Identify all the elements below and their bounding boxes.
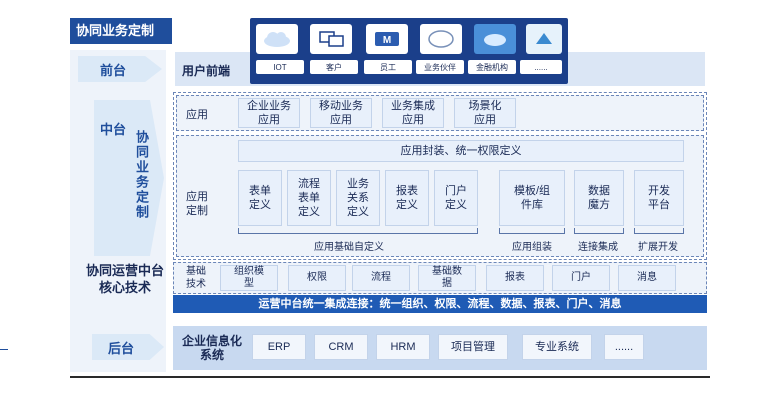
cloud-icon [256, 24, 298, 54]
system-box: 项目管理 [438, 334, 508, 360]
base-item: 门户定义 [434, 170, 478, 226]
base-item: 报表定义 [385, 170, 429, 226]
system-box: CRM [314, 334, 368, 360]
system-box: HRM [376, 334, 430, 360]
apps-label: 应用 [186, 109, 208, 121]
app-box: 企业业务应用 [238, 98, 300, 128]
tech-item: 流程 [352, 265, 410, 291]
system-box: 专业系统 [522, 334, 592, 360]
bird-icon [526, 24, 562, 54]
cloud-bank-icon [474, 24, 516, 54]
base-bracket [238, 228, 478, 234]
integration-bar: 运营中台统一集成连接：统一组织、权限、流程、数据、报表、门户、消息 [173, 295, 707, 313]
group-caption: 应用组装 [512, 242, 552, 253]
system-box: ...... [604, 334, 644, 360]
custom-label-text: 应用定制 [186, 191, 208, 217]
base-item: 流程表单定义 [287, 170, 331, 226]
base-item: 业务关系定义 [336, 170, 380, 226]
group-caption: 扩展开发 [638, 242, 678, 253]
logo-icon: M [366, 24, 408, 54]
side-tick [0, 349, 8, 350]
front-arrow [78, 56, 162, 82]
tech-label: 基础技术 [186, 266, 206, 290]
channel-label: 员工 [364, 60, 412, 74]
chat-icon [420, 24, 462, 54]
core-label: 协同运营中台核心技术 [85, 263, 164, 295]
base-item: 表单定义 [238, 170, 282, 226]
app-box: 场景化应用 [454, 98, 516, 128]
channel-label: 业务伙伴 [416, 60, 464, 74]
group-bracket [574, 228, 624, 234]
group-caption: 连接集成 [578, 242, 618, 253]
middle-arrow [94, 100, 164, 256]
group-bracket [634, 228, 684, 234]
tech-item: 基础数据 [418, 265, 476, 291]
custom-label: 应用定制 [186, 190, 212, 218]
tech-item: 消息 [618, 265, 676, 291]
devices-icon [310, 24, 352, 54]
svg-text:M: M [383, 35, 391, 46]
group-item: 开发平台 [634, 170, 684, 226]
page-title: 协同业务定制 [70, 18, 172, 44]
back-band-label: 企业信息化系统 [182, 334, 243, 362]
tech-item: 门户 [552, 265, 610, 291]
back-arrow [92, 334, 164, 360]
group-bracket [499, 228, 565, 234]
middle-sub-label: 协同业务定制 [134, 130, 149, 220]
app-box: 移动业务应用 [310, 98, 372, 128]
middle-label: 中台 [99, 121, 126, 137]
tech-item: 报表 [486, 265, 544, 291]
base-caption: 应用基础自定义 [314, 242, 384, 253]
app-box: 业务集成应用 [382, 98, 444, 128]
middle-frame [173, 92, 707, 260]
channel-label: 金融机构 [468, 60, 516, 74]
tech-item: 组织模型 [220, 265, 278, 291]
group-item: 数据魔方 [574, 170, 624, 226]
bottom-rule [70, 376, 710, 378]
tech-item: 权限 [288, 265, 346, 291]
channel-label: 客户 [310, 60, 358, 74]
channel-label: ...... [520, 60, 562, 74]
group-item: 模板/组件库 [499, 170, 565, 226]
custom-banner: 应用封装、统一权限定义 [238, 140, 684, 162]
channel-label: IOT [256, 60, 304, 74]
front-band-label: 用户前端 [182, 64, 231, 78]
system-box: ERP [252, 334, 306, 360]
back-label: 后台 [107, 340, 134, 356]
front-label: 前台 [99, 62, 126, 78]
